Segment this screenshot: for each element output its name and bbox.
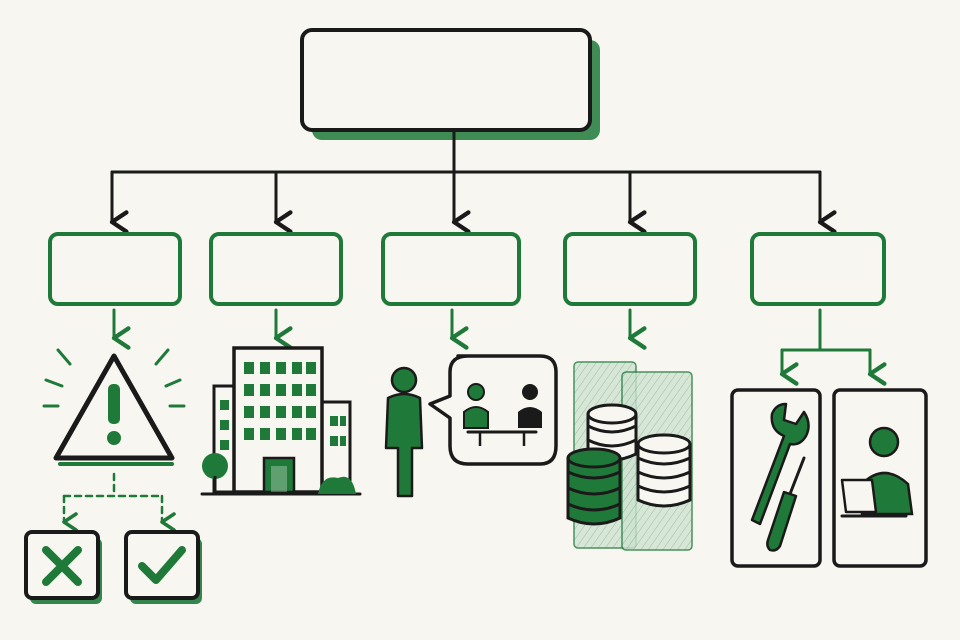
- branch-node-4: [563, 232, 697, 306]
- wrench-screwdriver-tools-icon: [730, 388, 822, 568]
- person-at-laptop-icon: [832, 388, 928, 568]
- person-with-speech-bubble-meeting-icon: [384, 354, 558, 498]
- root-connectors: [109, 130, 837, 234]
- coin-stacks-bar-chart-icon: [566, 361, 693, 551]
- branch-node-2: [209, 232, 343, 306]
- root-node: [300, 28, 600, 140]
- branch-node-3: [381, 232, 521, 306]
- branch-node-1: [48, 232, 182, 306]
- branch-connectors: [111, 308, 887, 386]
- office-building-icon: [200, 346, 362, 496]
- branch-node-5: [750, 232, 886, 306]
- branch-nodes: [48, 232, 886, 306]
- check-mark-icon: [124, 530, 202, 604]
- warning-sign-icon: [42, 348, 186, 466]
- x-mark-icon: [24, 530, 102, 604]
- outcome-connectors: [62, 472, 176, 532]
